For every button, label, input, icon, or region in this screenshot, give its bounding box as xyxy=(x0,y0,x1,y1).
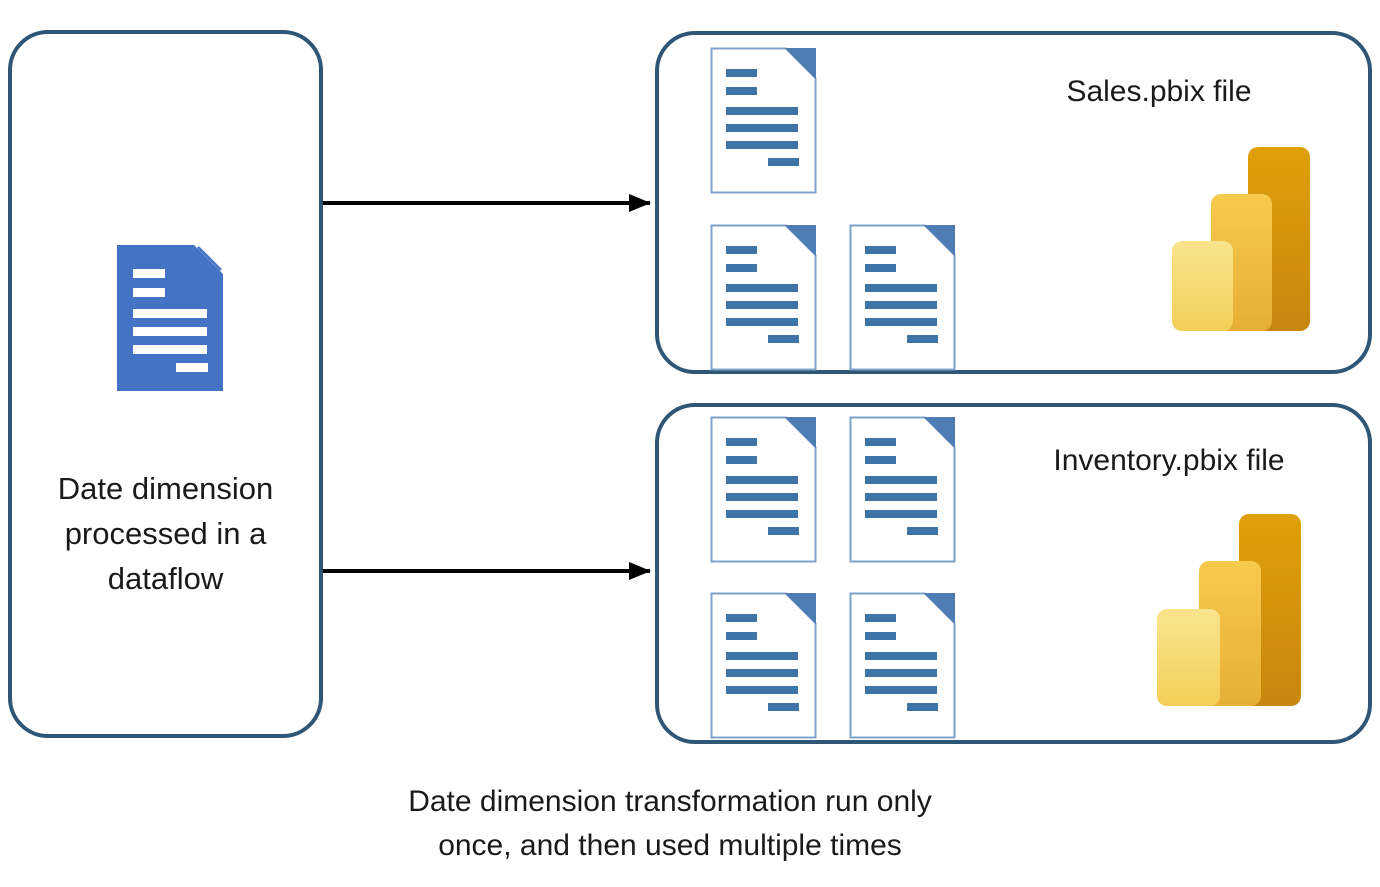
document-outline-icon xyxy=(710,47,817,194)
arrowhead-icon xyxy=(629,194,651,212)
arrowhead-icon xyxy=(629,562,651,580)
source-label-line-2: processed in a xyxy=(64,516,267,551)
inventory-pbix-box: Inventory.pbix file xyxy=(655,403,1372,744)
inventory-box-title: Inventory.pbix file xyxy=(1053,444,1285,477)
sales-pbix-box: Sales.pbix file xyxy=(655,31,1372,374)
powerbi-logo-icon xyxy=(1157,514,1301,706)
arrow-to-inventory xyxy=(323,562,651,580)
document-outline-icon xyxy=(849,416,956,563)
document-outline-icon xyxy=(710,416,817,563)
caption: Date dimension transformation run only o… xyxy=(80,780,1260,868)
source-dataflow-box: Date dimension processed in a dataflow xyxy=(8,30,323,738)
caption-line-1: Date dimension transformation run only xyxy=(408,785,932,818)
powerbi-logo-icon xyxy=(1172,147,1310,331)
source-label-line-3: dataflow xyxy=(107,561,224,596)
document-icon xyxy=(116,244,224,392)
powerbi-bar-short xyxy=(1157,609,1220,706)
document-outline-icon xyxy=(710,592,817,739)
document-outline-icon xyxy=(849,224,956,371)
document-outline-icon xyxy=(710,224,817,371)
sales-box-title: Sales.pbix file xyxy=(1066,75,1252,108)
document-outline-icon xyxy=(849,592,956,739)
source-label-line-1: Date dimension xyxy=(57,471,274,506)
powerbi-bar-short xyxy=(1172,241,1233,331)
caption-line-2: once, and then used multiple times xyxy=(438,829,902,862)
arrow-to-sales xyxy=(323,194,651,212)
source-box-label: Date dimension processed in a dataflow xyxy=(12,466,319,601)
